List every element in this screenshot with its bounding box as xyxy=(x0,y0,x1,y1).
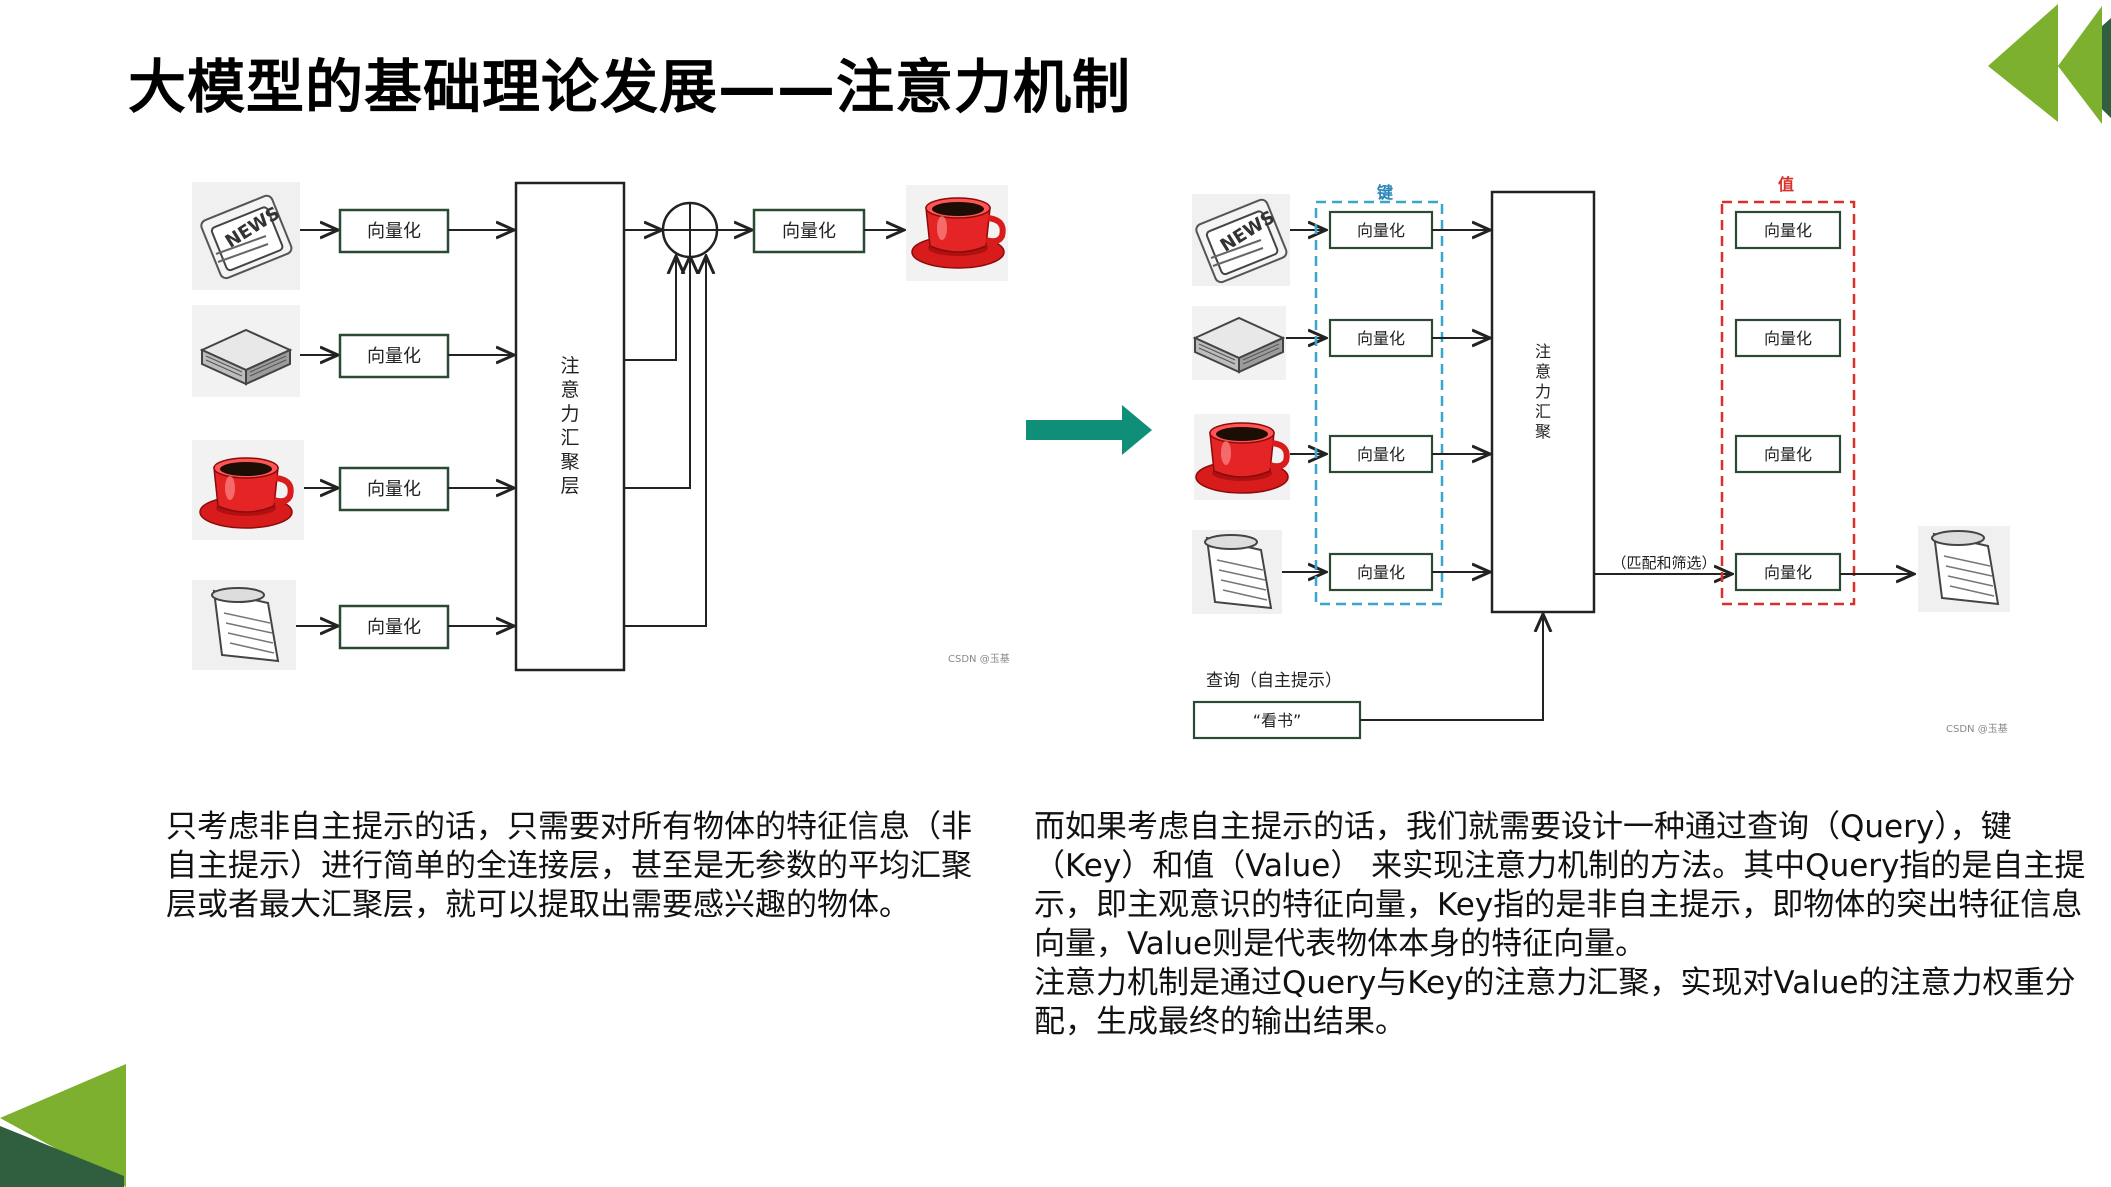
left-vectorize-box-4: 向量化 xyxy=(338,604,450,650)
value-vectorize-box-1: 向量化 xyxy=(1734,210,1842,250)
svg-text:向量化: 向量化 xyxy=(367,346,421,367)
slide-title: 大模型的基础理论发展——注意力机制 xyxy=(128,53,1132,121)
svg-text:注: 注 xyxy=(1535,342,1551,361)
key-header: 键 xyxy=(1376,183,1393,202)
right-diagram: 键 值 向量化 向量化 向量化 向量化 xyxy=(1192,175,2010,740)
svg-text:向量化: 向量化 xyxy=(1357,329,1405,348)
svg-text:聚: 聚 xyxy=(560,451,579,473)
value-vectorize-box-4: 向量化 xyxy=(1734,552,1842,592)
left-aggregation-layer: 注 意 力 汇 聚 层 xyxy=(514,181,626,672)
transition-arrow xyxy=(1026,405,1152,455)
right-description-line-1: 而如果考虑自主提示的话，我们就需要设计一种通过查询（Query），键（Key）和… xyxy=(1034,809,2086,962)
svg-text:向量化: 向量化 xyxy=(367,479,421,500)
svg-text:向量化: 向量化 xyxy=(1357,221,1405,240)
svg-text:力: 力 xyxy=(1535,382,1551,401)
svg-text:向量化: 向量化 xyxy=(782,221,836,242)
left-description: 只考虑非自主提示的话，只需要对所有物体的特征信息（非自主提示）进行简单的全连接层… xyxy=(166,808,976,925)
query-box: “看书” xyxy=(1192,700,1362,740)
match-label: （匹配和筛选） xyxy=(1611,554,1716,572)
left-vectorize-box-1: 向量化 xyxy=(338,208,450,254)
svg-text:向量化: 向量化 xyxy=(367,221,421,242)
right-watermark: CSDN @玉基 xyxy=(1946,722,2008,735)
sum-node xyxy=(661,201,719,259)
svg-text:意: 意 xyxy=(1535,362,1551,381)
key-vectorize-box-2: 向量化 xyxy=(1328,318,1434,358)
left-vectorize-box-2: 向量化 xyxy=(338,333,450,379)
value-header: 值 xyxy=(1778,175,1794,194)
key-region xyxy=(1314,200,1444,606)
svg-text:汇: 汇 xyxy=(1535,402,1551,421)
left-output-vectorize-box: 向量化 xyxy=(752,208,866,254)
right-description: 而如果考虑自主提示的话，我们就需要设计一种通过查询（Query），键（Key）和… xyxy=(1034,808,2089,1042)
svg-text:层: 层 xyxy=(560,475,579,497)
svg-text:汇: 汇 xyxy=(560,427,579,449)
svg-text:向量化: 向量化 xyxy=(1764,329,1812,348)
key-vectorize-box-4: 向量化 xyxy=(1328,552,1434,592)
svg-text:向量化: 向量化 xyxy=(1764,563,1812,582)
svg-text:向量化: 向量化 xyxy=(1764,445,1812,464)
svg-text:向量化: 向量化 xyxy=(1357,445,1405,464)
right-aggregation-layer: 注 意 力 汇 聚 xyxy=(1490,190,1596,614)
bottom-left-decoration xyxy=(0,1064,126,1187)
top-right-decoration xyxy=(1988,4,2111,124)
query-label: 查询（自主提示） xyxy=(1206,671,1342,691)
svg-text:向量化: 向量化 xyxy=(1357,563,1405,582)
svg-text:注: 注 xyxy=(560,355,579,377)
left-description-text: 只考虑非自主提示的话，只需要对所有物体的特征信息（非自主提示）进行简单的全连接层… xyxy=(166,809,972,923)
left-diagram: 向量化 向量化 向量化 向量化 注 意 力 汇 聚 层 xyxy=(192,181,1010,672)
svg-text:向量化: 向量化 xyxy=(1764,221,1812,240)
svg-text:“看书”: “看书” xyxy=(1253,711,1302,730)
svg-text:力: 力 xyxy=(560,403,579,425)
key-vectorize-box-1: 向量化 xyxy=(1328,210,1434,250)
svg-text:向量化: 向量化 xyxy=(367,617,421,638)
left-vectorize-box-3: 向量化 xyxy=(338,466,450,512)
svg-text:意: 意 xyxy=(560,379,579,401)
value-region xyxy=(1720,200,1856,606)
value-vectorize-box-3: 向量化 xyxy=(1734,434,1842,474)
key-vectorize-box-3: 向量化 xyxy=(1328,434,1434,474)
svg-text:聚: 聚 xyxy=(1535,422,1551,441)
left-watermark: CSDN @玉基 xyxy=(948,652,1010,665)
value-vectorize-box-2: 向量化 xyxy=(1734,318,1842,358)
right-description-line-2: 注意力机制是通过Query与Key的注意力汇聚，实现对Value的注意力权重分配… xyxy=(1034,965,2076,1040)
